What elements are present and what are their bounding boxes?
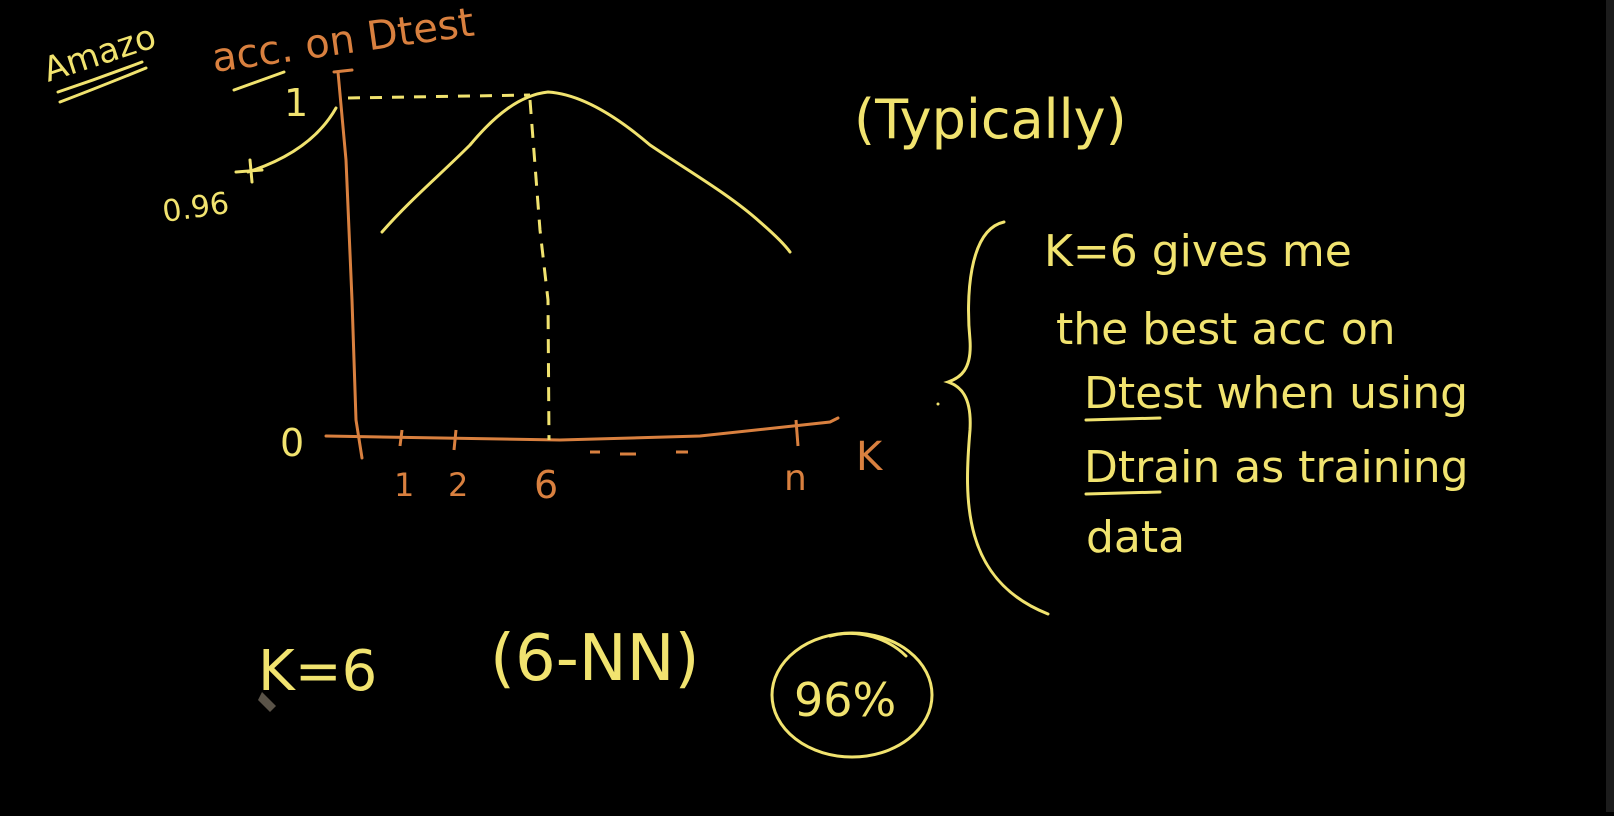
accuracy-vs-k-chart: acc. on Dtest 1 0 1 2 6 n K 0.96: [160, 0, 884, 507]
dtrain-underline: [1084, 490, 1162, 496]
pen-cursor-icon: [258, 692, 276, 712]
corner-note-underline-1: [56, 60, 144, 94]
accuracy-annotation: 0.96: [160, 186, 231, 230]
x-tick-label-1: 1: [394, 466, 414, 504]
explanation-line-3: Dtest when using: [1084, 368, 1468, 419]
explanation-line-5: data: [1086, 512, 1185, 563]
x-tick-label-n: n: [784, 458, 807, 499]
x-tick-mark-1: [398, 429, 404, 447]
right-edge-strip: [1606, 0, 1614, 812]
peak-horizontal-guide: [347, 93, 531, 100]
y-axis-line: [336, 70, 364, 460]
dtest-underline: [1084, 416, 1162, 422]
model-label: (6-NN): [490, 622, 700, 696]
y-axis-title-underline: [232, 70, 286, 92]
x-tick-label-6: 6: [534, 463, 558, 507]
x-axis-title: K: [856, 434, 884, 480]
typically-note-text: (Typically): [854, 88, 1127, 151]
annotation-arrow: [246, 106, 338, 174]
x-axis-ellipsis-dashes: [590, 450, 688, 456]
y-tick-label-zero: 0: [280, 421, 304, 465]
accuracy-value: 96%: [794, 673, 896, 727]
annotation-cross-mark: [234, 158, 264, 184]
k-equation: K=6: [258, 639, 377, 704]
corner-note-underline-2: [58, 66, 148, 104]
x-tick-mark-2: [452, 429, 458, 451]
chalk-dot: [936, 402, 940, 406]
corner-note-text: Amazo: [38, 17, 161, 91]
corner-note: Amazo: [38, 17, 161, 104]
y-axis-top-cap: [332, 68, 354, 74]
typically-note: (Typically): [854, 88, 1127, 151]
y-tick-label-top: 1: [284, 81, 308, 125]
explanation-line-4: Dtrain as training: [1084, 442, 1469, 493]
peak-vertical-guide: [528, 99, 551, 441]
x-tick-label-2: 2: [448, 466, 468, 504]
x-tick-mark-n: [794, 419, 800, 447]
curly-brace: [943, 220, 1050, 616]
x-axis-line: [324, 416, 840, 442]
conclusion-block: K=6 (6-NN) 96%: [258, 622, 934, 759]
explanation-line-2: the best acc on: [1056, 304, 1396, 355]
explanation-block: K=6 gives me the best acc on Dtest when …: [936, 220, 1469, 616]
accuracy-circle-overlap: [828, 631, 908, 658]
accuracy-curve: [380, 90, 792, 254]
explanation-line-1: K=6 gives me: [1044, 226, 1352, 277]
